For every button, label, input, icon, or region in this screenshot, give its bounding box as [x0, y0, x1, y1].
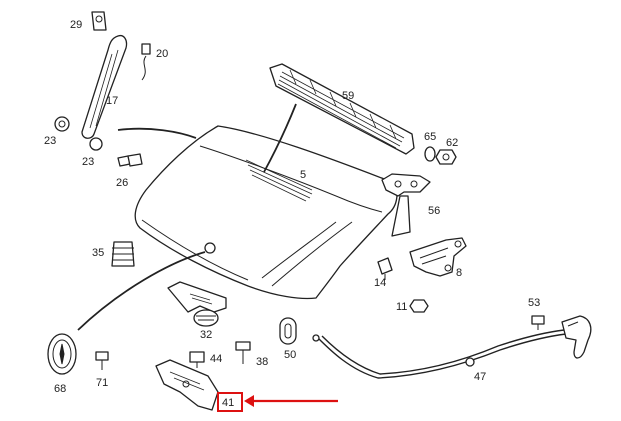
screw-71[interactable] [95, 351, 109, 370]
highlight-arrow [244, 395, 338, 407]
hood-lock-bracket[interactable] [167, 281, 227, 327]
rubber-bump-stop[interactable] [111, 241, 135, 267]
hood-latch-41[interactable] [155, 359, 219, 411]
bolt-44[interactable] [189, 351, 205, 368]
bolt-14[interactable] [377, 257, 393, 280]
rubber-buffer[interactable] [279, 317, 297, 345]
nut-11[interactable] [409, 299, 429, 313]
washer-65[interactable] [424, 146, 436, 162]
label-53: 53 [528, 297, 540, 309]
highlight-box [217, 392, 243, 412]
label-62: 62 [446, 137, 458, 149]
label-5: 5 [300, 169, 306, 181]
release-handle[interactable] [561, 315, 592, 359]
label-71: 71 [96, 377, 108, 389]
gas-spring-bracket[interactable] [381, 173, 431, 237]
label-14: 14 [374, 277, 386, 289]
label-32: 32 [200, 329, 212, 341]
clip-part-29[interactable] [91, 11, 107, 31]
label-26: 26 [116, 177, 128, 189]
release-cable[interactable] [312, 329, 567, 379]
label-41: 41 [222, 397, 234, 409]
label-56: 56 [428, 205, 440, 217]
label-65: 65 [424, 131, 436, 143]
release-cable-front [77, 251, 206, 331]
label-44: 44 [210, 353, 222, 365]
bushing-23-lower[interactable] [89, 137, 103, 151]
label-35: 35 [92, 247, 104, 259]
nut-62[interactable] [435, 149, 457, 165]
bolt-26[interactable] [117, 153, 143, 167]
spring-clip-20[interactable] [141, 43, 151, 81]
bushing-23-upper[interactable] [54, 116, 70, 132]
hood-panel[interactable] [134, 125, 398, 300]
label-23-upper: 23 [44, 135, 56, 147]
label-8: 8 [456, 267, 462, 279]
label-68: 68 [54, 383, 66, 395]
cowl-vent-grille[interactable] [269, 63, 415, 155]
label-29: 29 [70, 19, 82, 31]
hood-support-rod[interactable] [81, 34, 128, 139]
hood-emblem[interactable] [47, 333, 77, 375]
label-11: 11 [396, 301, 407, 313]
label-23-lower: 23 [82, 156, 94, 168]
bolt-38[interactable] [235, 341, 251, 364]
label-38: 38 [256, 356, 268, 368]
hood-hinge[interactable] [409, 237, 467, 277]
leader-line-5 [263, 103, 297, 173]
label-17: 17 [106, 95, 118, 107]
label-20: 20 [156, 48, 168, 60]
cable-curve-top [117, 127, 197, 139]
label-50: 50 [284, 349, 296, 361]
label-47: 47 [474, 371, 486, 383]
label-59: 59 [342, 90, 354, 102]
screw-53[interactable] [531, 315, 545, 330]
